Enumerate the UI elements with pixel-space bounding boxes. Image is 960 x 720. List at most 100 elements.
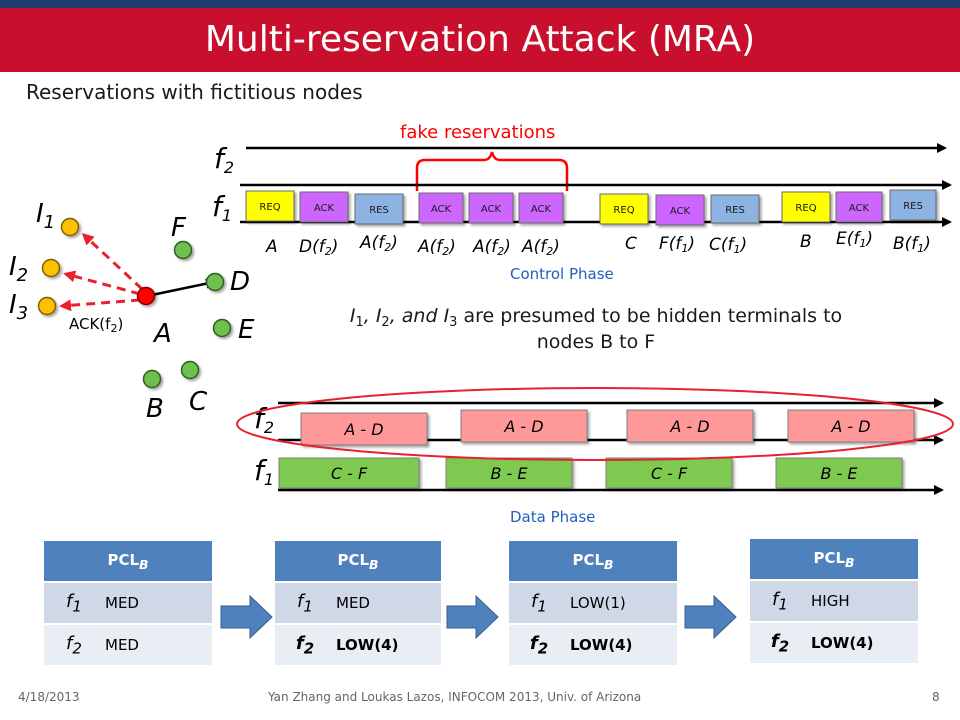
control-box-ack: ACK [468, 192, 514, 224]
control-box-res: RES [354, 193, 404, 225]
control-box-rect [518, 192, 564, 224]
control-label: A [265, 237, 278, 257]
pcl-header: PCLB [275, 541, 441, 582]
channel-value: HIGH [810, 579, 918, 622]
data-f1-slot: B - E [445, 457, 573, 489]
data-f2-slot-rect [300, 412, 428, 446]
data-f1-slot: B - E [775, 457, 903, 489]
control-box-text: ACK [849, 203, 870, 214]
control-f2-label: f2 [214, 142, 234, 177]
data-f2-slot-text: A - D [343, 420, 383, 439]
data-f2-slot: A - D [460, 409, 588, 443]
channel-key: f2 [275, 623, 335, 665]
data-f1-slot-rect [445, 457, 573, 489]
channel-key: f1 [44, 581, 104, 624]
node-a-attacker [136, 286, 156, 306]
network-topology: I1 I2 I3 F D E A B C ACK(f2) [9, 199, 255, 424]
control-box-rect [710, 194, 760, 224]
control-box-res: RES [889, 189, 937, 221]
data-f1-slot-rect [605, 457, 733, 489]
data-f1-slot: C - F [278, 457, 420, 489]
control-f1-label: f1 [212, 190, 232, 225]
channel-value: LOW(4) [810, 621, 918, 663]
channel-value: LOW(1) [569, 581, 677, 624]
control-label: B(f1) [893, 234, 931, 255]
footer-date: 4/18/2013 [18, 690, 80, 704]
control-label: A(f2) [417, 237, 456, 258]
ack-arrow-i1 [81, 232, 144, 291]
data-f2-slot-text: A - D [669, 417, 709, 436]
data-f2-slot: A - D [300, 412, 428, 446]
footer-page-number: 8 [932, 690, 940, 704]
right-arrow-3 [684, 594, 737, 640]
channel-key: f2 [509, 623, 569, 665]
node-f [173, 240, 193, 260]
node-c [180, 360, 200, 380]
node-e [212, 318, 232, 338]
control-box-rect [418, 192, 464, 224]
right-arrow-2 [446, 594, 499, 640]
label-e: E [238, 315, 255, 345]
node-i3 [37, 296, 57, 316]
control-box-text: ACK [481, 204, 502, 215]
control-box-rect [889, 189, 937, 221]
channel-value: LOW(4) [335, 623, 441, 665]
fake-reservations-brace [415, 151, 569, 191]
control-box-ack: ACK [655, 194, 705, 226]
control-box-text: REQ [259, 202, 280, 213]
control-label: F(f1) [659, 234, 695, 255]
control-box-text: RES [725, 205, 745, 216]
label-i3: I3 [9, 290, 28, 324]
control-box-ack: ACK [835, 191, 883, 223]
control-box-ack: ACK [299, 191, 349, 223]
control-box-rect [354, 193, 404, 225]
fake-reservations-label: fake reservations [400, 122, 555, 143]
pcl-header: PCLB [750, 539, 918, 580]
data-f2-label: f2 [254, 402, 274, 437]
control-box-rect [245, 190, 295, 222]
slide-title: Multi-reservation Attack (MRA) [204, 19, 756, 60]
control-box-text: REQ [795, 203, 816, 214]
label-b: B [146, 394, 164, 424]
control-box-text: RES [903, 201, 923, 212]
data-f2-slot: A - D [787, 409, 915, 443]
label-c: C [189, 387, 208, 417]
channel-key: f1 [750, 579, 810, 622]
hidden-terminal-note: I1, I2, and I3 are presumed to be hidden… [350, 305, 842, 330]
table-transition-arrows [220, 594, 737, 640]
ack-arrow-i3 [59, 298, 141, 312]
channel-key: f2 [750, 621, 810, 663]
control-box-res: RES [710, 194, 760, 224]
control-box-text: RES [369, 205, 389, 216]
channel-key: f2 [44, 623, 104, 665]
node-i2 [41, 258, 61, 278]
data-f1-slot-text: C - F [331, 464, 368, 483]
pcl-header: PCLB [509, 541, 677, 582]
ack-arrow-i2 [63, 270, 141, 296]
control-box-ack: ACK [418, 192, 464, 224]
control-box-rect [299, 191, 349, 223]
data-phase-label: Data Phase [510, 508, 595, 526]
label-f: F [171, 213, 187, 243]
control-label: C(f1) [709, 235, 747, 256]
control-label: D(f2) [299, 237, 338, 258]
channel-key: f1 [509, 581, 569, 624]
label-a: A [152, 319, 172, 349]
channel-value: LOW(4) [569, 623, 677, 665]
footer-credit: Yan Zhang and Loukas Lazos, INFOCOM 2013… [268, 690, 642, 704]
control-box-req: REQ [599, 193, 649, 225]
right-arrow-1 [220, 594, 273, 640]
title-bar [0, 8, 960, 72]
data-f1-slot-text: B - E [820, 464, 858, 483]
control-label: A(f2) [521, 237, 560, 258]
